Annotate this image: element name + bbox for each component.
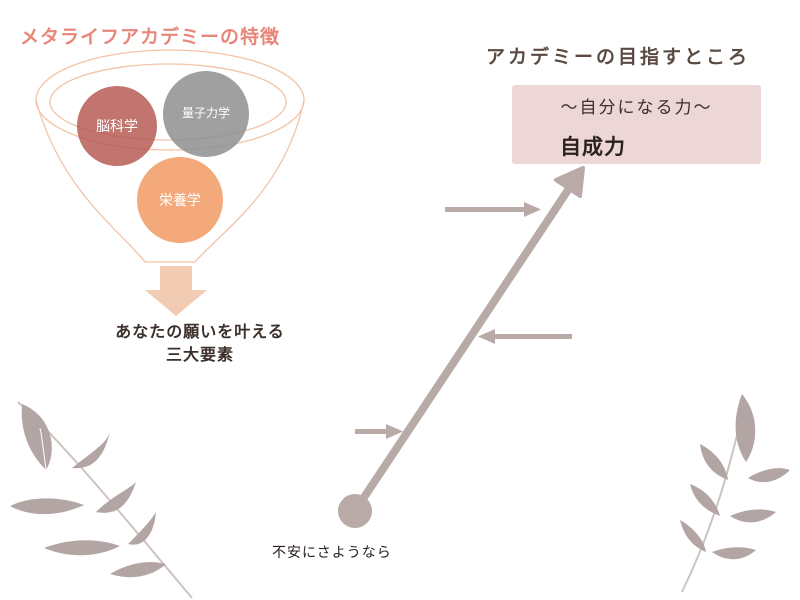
down-arrow	[145, 266, 207, 316]
circle-nutrition	[137, 157, 223, 243]
start-label: 不安にさようなら	[272, 545, 392, 561]
side-arrow-middle	[478, 329, 572, 344]
funnel	[35, 49, 305, 263]
circle-label-neuroscience: 脳科学	[96, 119, 138, 135]
side-arrow-top	[445, 202, 541, 217]
funnel-result-line2: 三大要素	[165, 345, 234, 364]
leaf-branch-right	[680, 394, 790, 593]
features-title: メタライフアカデミーの特徴	[20, 26, 281, 48]
circle-label-quantum: 量子力学	[181, 106, 230, 120]
growth-arrow	[338, 166, 585, 528]
goal-box: 〜自分になる力〜 自成力	[512, 85, 761, 164]
circle-label-nutrition: 栄養学	[159, 193, 201, 209]
side-arrow-bottom	[355, 424, 403, 439]
goal-section-title: アカデミーの目指すところ	[486, 46, 751, 68]
start-dot	[338, 494, 372, 528]
goal-subtitle: 〜自分になる力〜	[560, 98, 713, 118]
funnel-result-line1: あなたの願いを叶える	[115, 322, 285, 341]
circle-neuroscience	[77, 86, 157, 166]
circle-quantum	[163, 71, 249, 157]
goal-main-text: 自成力	[560, 135, 626, 159]
leaf-branch-left	[10, 401, 193, 599]
